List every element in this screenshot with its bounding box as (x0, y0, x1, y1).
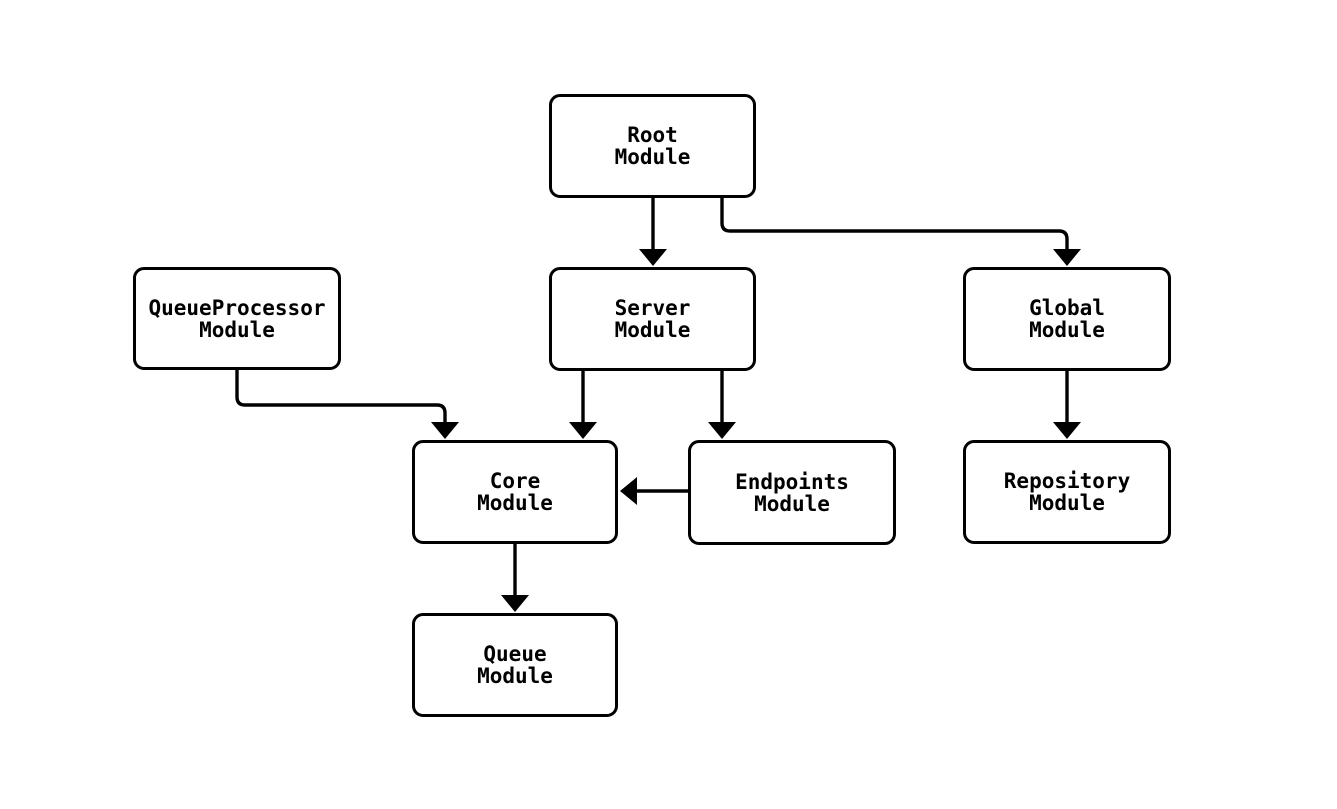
node-queueprocessor-label-line: Module (199, 317, 275, 342)
node-global-label-line: Module (1029, 318, 1105, 342)
node-root-label-line: Module (614, 145, 691, 169)
arrowhead-icon-server-to-core (569, 422, 597, 439)
node-endpoints-label-line: Endpoints (735, 469, 849, 494)
arrowhead-icon-server-to-endpoints (708, 422, 736, 439)
node-root-label-line: Root (627, 123, 678, 147)
node-queueprocessor-label-line: QueueProcessor (148, 295, 326, 320)
node-queue-label-line: Module (477, 664, 553, 688)
arrowhead-icon-root-to-global (1053, 249, 1081, 266)
arrowhead-icon-endpoints-to-core (620, 477, 637, 505)
edge-root-to-global (720, 198, 1069, 249)
node-core-label-line: Core (489, 469, 541, 493)
arrowhead-icon-global-to-repository (1053, 422, 1081, 439)
arrowhead-icon-root-to-server (639, 249, 667, 266)
node-repository-label-line: Repository (1003, 469, 1131, 493)
arrowhead-icon-core-to-queue (501, 595, 529, 612)
node-core-label-line: Module (477, 491, 553, 515)
node-global-label-line: Global (1029, 296, 1105, 320)
node-server-label-line: Server (614, 296, 691, 320)
node-queue-label-line: Queue (483, 642, 547, 666)
edge-queueprocessor-to-core (235, 370, 447, 423)
node-endpoints-label-line: Module (754, 491, 830, 516)
node-repository-label-line: Module (1029, 491, 1105, 515)
node-server-label-line: Module (614, 318, 691, 342)
arrowhead-icon-queueprocessor-to-core (431, 422, 459, 439)
